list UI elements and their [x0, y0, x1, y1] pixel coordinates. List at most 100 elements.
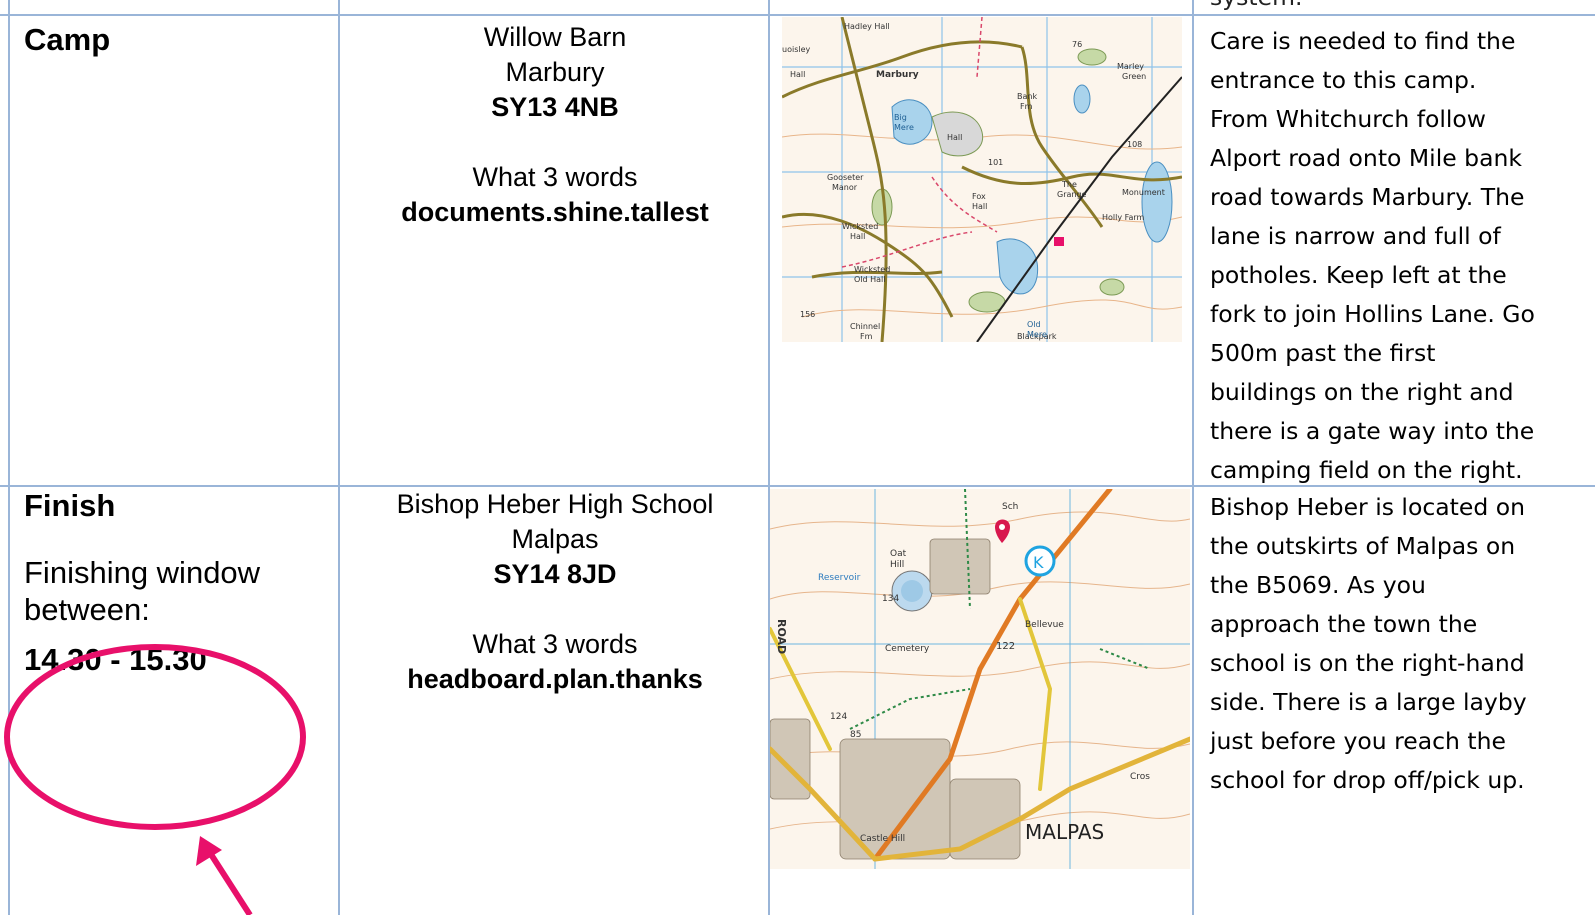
svg-text:Hadley Hall: Hadley Hall: [844, 22, 890, 31]
finish-directions: Bishop Heber is located on the outskirts…: [1210, 488, 1527, 800]
camp-directions: Care is needed to find the entrance to t…: [1210, 22, 1535, 490]
svg-text:Hall: Hall: [850, 232, 865, 241]
camp-label: Camp: [24, 22, 111, 57]
svg-text:76: 76: [1072, 40, 1082, 49]
finish-venue: Bishop Heber High School: [396, 489, 714, 519]
finish-window-label: Finishing window: [24, 555, 261, 590]
direction-line: just before you reach the: [1210, 727, 1506, 755]
svg-text:MALPAS: MALPAS: [1025, 820, 1104, 844]
svg-text:Hall: Hall: [947, 133, 962, 142]
svg-text:Hall: Hall: [972, 202, 987, 211]
direction-line: school is on the right-hand: [1210, 649, 1525, 677]
camp-postcode: SY13 4NB: [491, 92, 619, 122]
finish-row-label-cell: Finish Finishing window between: 14.30 -…: [24, 488, 260, 678]
svg-text:Sch: Sch: [1002, 502, 1018, 512]
column-divider: [8, 0, 10, 915]
camp-address-cell: Willow Barn Marbury SY13 4NB What 3 word…: [345, 20, 765, 230]
svg-text:Cros: Cros: [1130, 772, 1150, 782]
svg-text:Gooseter: Gooseter: [827, 173, 864, 182]
direction-line: Bishop Heber is located on: [1210, 493, 1525, 521]
annotation-overlay: [4, 644, 306, 915]
direction-line: approach the town the: [1210, 610, 1478, 638]
direction-line: there is a gate way into the: [1210, 417, 1535, 445]
direction-line: entrance to this camp.: [1210, 66, 1477, 94]
svg-text:Chinnel: Chinnel: [850, 322, 880, 331]
svg-text:ROAD: ROAD: [775, 619, 788, 654]
svg-text:124: 124: [830, 712, 847, 722]
direction-line: Care is needed to find the: [1210, 27, 1516, 55]
direction-line: the B5069. As you: [1210, 571, 1426, 599]
svg-text:Mere: Mere: [1027, 330, 1047, 339]
direction-line: camping field on the right.: [1210, 456, 1523, 484]
camp-venue: Willow Barn: [483, 22, 627, 52]
svg-text:Old Hall: Old Hall: [854, 275, 886, 284]
column-divider: [768, 0, 770, 915]
svg-text:Green: Green: [1122, 72, 1146, 81]
cutoff-text: system.: [1210, 0, 1302, 17]
direction-line: lane is narrow and full of: [1210, 222, 1501, 250]
row-divider: [0, 485, 1595, 487]
svg-text:K: K: [1033, 553, 1044, 572]
highlight-circle: [4, 644, 306, 830]
direction-line: side. There is a large layby: [1210, 688, 1527, 716]
direction-line: buildings on the right and: [1210, 378, 1514, 406]
direction-line: From Whitchurch follow: [1210, 105, 1487, 133]
svg-text:Marley: Marley: [1117, 62, 1144, 71]
svg-text:Hill: Hill: [890, 560, 904, 570]
column-divider: [1192, 0, 1194, 915]
svg-text:Castle Hill: Castle Hill: [860, 834, 905, 844]
direction-line: 500m past the first: [1210, 339, 1436, 367]
svg-text:The: The: [1061, 180, 1077, 189]
svg-text:Wicksted: Wicksted: [842, 222, 878, 231]
direction-line: road towards Marbury. The: [1210, 183, 1525, 211]
camp-w3w-label: What 3 words: [472, 162, 638, 192]
finish-w3w-label: What 3 words: [472, 629, 638, 659]
svg-text:156: 156: [800, 310, 815, 319]
svg-text:Holly Farm: Holly Farm: [1102, 213, 1145, 222]
finish-postcode: SY14 8JD: [493, 559, 617, 589]
svg-text:Monument: Monument: [1122, 188, 1165, 197]
finish-address-cell: Bishop Heber High School Malpas SY14 8JD…: [345, 487, 765, 697]
svg-text:Grange: Grange: [1057, 190, 1087, 199]
svg-text:Bank: Bank: [1017, 92, 1037, 101]
svg-text:Bellevue: Bellevue: [1025, 620, 1064, 630]
camp-town: Marbury: [505, 57, 605, 87]
finish-town: Malpas: [511, 524, 599, 554]
svg-text:Marbury: Marbury: [876, 70, 919, 80]
direction-line: Alport road onto Mile bank: [1210, 144, 1522, 172]
svg-text:Big: Big: [894, 113, 907, 122]
finish-label: Finish: [24, 488, 116, 523]
direction-line: fork to join Hollins Lane. Go: [1210, 300, 1535, 328]
svg-text:Old: Old: [1027, 320, 1041, 329]
svg-text:108: 108: [1127, 140, 1142, 149]
direction-line: school for drop off/pick up.: [1210, 766, 1525, 794]
svg-text:Oat: Oat: [890, 549, 907, 559]
svg-text:Fox: Fox: [972, 192, 986, 201]
pointer-arrow-shaft: [202, 843, 253, 915]
svg-text:Wicksted: Wicksted: [854, 265, 890, 274]
svg-text:Blackpark: Blackpark: [1017, 332, 1057, 341]
svg-text:Cemetery: Cemetery: [885, 644, 930, 654]
direction-line: the outskirts of Malpas on: [1210, 532, 1516, 560]
finish-w3w: headboard.plan.thanks: [407, 664, 703, 694]
svg-text:uoisley: uoisley: [782, 45, 811, 54]
svg-text:Reservoir: Reservoir: [818, 573, 861, 583]
pointer-arrow-head: [196, 836, 222, 866]
svg-text:101: 101: [988, 158, 1003, 167]
svg-text:122: 122: [996, 641, 1015, 652]
svg-text:Fm: Fm: [860, 332, 873, 341]
table-top-border: [0, 14, 1595, 16]
svg-text:134: 134: [882, 594, 899, 604]
svg-text:85: 85: [850, 730, 861, 740]
camp-w3w: documents.shine.tallest: [401, 197, 709, 227]
column-divider: [338, 0, 340, 915]
finish-window-label-2: between:: [24, 592, 150, 627]
direction-line: potholes. Keep left at the: [1210, 261, 1507, 289]
svg-text:Hall: Hall: [790, 70, 805, 79]
camp-row-label-cell: Camp: [24, 22, 110, 58]
svg-text:Manor: Manor: [832, 183, 858, 192]
svg-text:Fm: Fm: [1020, 102, 1033, 111]
svg-text:Mere: Mere: [894, 123, 914, 132]
